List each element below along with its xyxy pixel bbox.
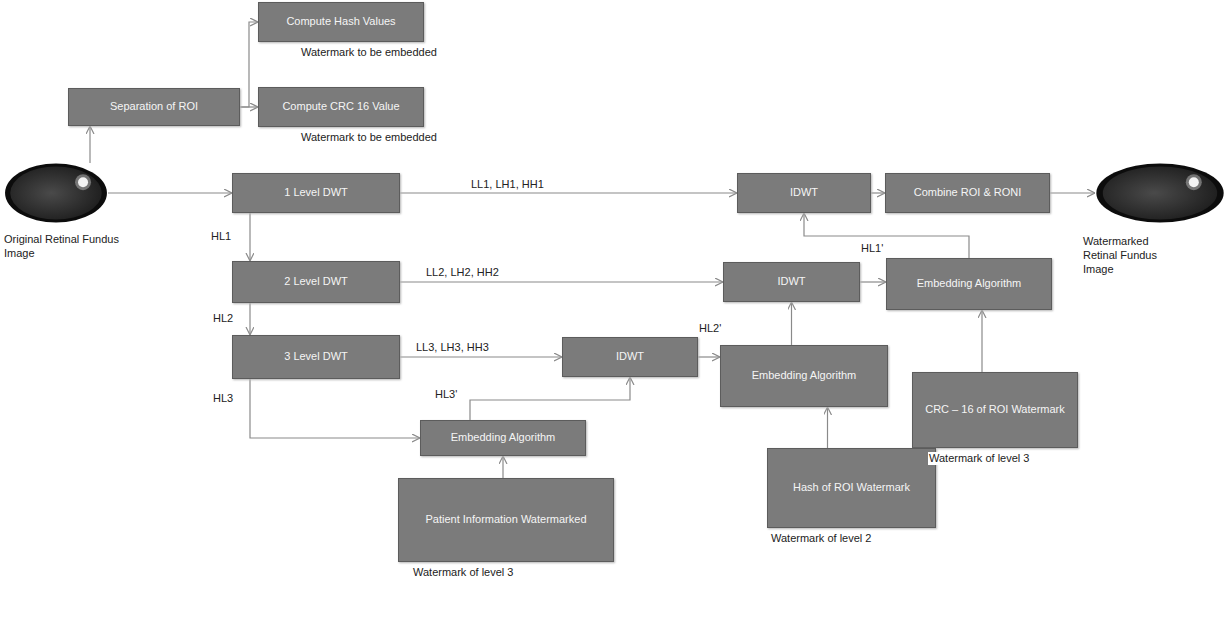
box-text: Hash of ROI Watermark [793,481,910,494]
flow-arrow [981,310,982,372]
process-box: IDWT [737,173,871,213]
process-box: Patient Information Watermarked [398,478,614,562]
note-label: Watermark of level 3 [412,566,514,579]
process-box: 3 Level DWT [232,335,400,379]
subband-label: HL3' [434,388,458,401]
box-text: IDWT [777,275,805,288]
subband-label: HL2' [698,322,722,335]
flow-arrow [249,213,250,261]
subband-label: LL3, LH3, HH3 [415,341,490,354]
flow-arrow [250,379,420,438]
connector-group [90,22,1095,478]
box-text: 1 Level DWT [284,186,348,199]
subband-label: HL1' [860,242,884,255]
subband-label: HL2 [212,312,234,325]
box-text: Embedding Algorithm [752,369,857,382]
note-label: Watermark of level 2 [770,532,872,545]
process-box: Embedding Algorithm [886,258,1052,310]
image-rim [1096,164,1223,223]
box-text: CRC – 16 of ROI Watermark [925,403,1065,416]
process-box: Separation of ROI [68,88,240,126]
flow-arrow [400,356,562,357]
flow-arrow [249,303,250,335]
process-box: Embedding Algorithm [420,420,586,456]
image-caption: Original Retinal Fundus Image [4,233,129,261]
box-text: Patient Information Watermarked [426,513,587,526]
flow-arrow [791,302,792,345]
box-text: Compute CRC 16 Value [282,100,399,113]
flow-arrow [871,192,885,193]
fundus-illustration [1095,163,1225,223]
fundus-image: Watermarked Retinal Fundus Image [1095,163,1225,223]
note-label: Watermark to be embedded [300,131,438,144]
box-text: Embedding Algorithm [917,277,1022,290]
flow-arrow [1050,192,1095,193]
optic-disc [1189,177,1199,187]
box-text: Separation of ROI [110,100,198,113]
process-box: IDWT [562,337,698,377]
flow-arrow [400,281,723,282]
image-ground [1095,163,1225,223]
process-box: 2 Level DWT [232,261,400,303]
flow-arrow [804,213,969,258]
box-text: IDWT [790,186,818,199]
box-text: 2 Level DWT [284,275,348,288]
flow-arrow [698,356,720,357]
flow-arrow [470,377,630,420]
retina-disc [1103,167,1217,220]
note-label: Watermark to be embedded [300,46,438,59]
image-ground [4,163,108,223]
note-label: Watermark of level 3 [928,452,1030,465]
process-box: CRC – 16 of ROI Watermark [912,372,1078,448]
process-box: IDWT [723,262,860,302]
fundus-image: Original Retinal Fundus Image [4,163,108,223]
flow-arrow [89,126,90,163]
optic-glow [1186,174,1202,190]
optic-glow [75,174,91,190]
flow-arrow [502,456,503,478]
flow-arrow [240,22,258,107]
process-box: 1 Level DWT [232,173,400,213]
subband-label: HL3 [212,392,234,405]
box-text: Combine ROI & RONI [914,186,1022,199]
process-box: Embedding Algorithm [720,345,888,407]
image-caption: Watermarked Retinal Fundus Image [1083,235,1168,276]
flow-arrow [108,192,232,193]
process-box: Combine ROI & RONI [885,173,1050,213]
optic-disc [78,177,88,187]
process-box: Compute CRC 16 Value [258,87,424,127]
retina-disc [10,167,102,220]
subband-label: LL1, LH1, HH1 [470,178,545,191]
fundus-illustration [4,163,108,223]
box-text: 3 Level DWT [284,350,348,363]
flow-arrow [400,192,737,193]
process-box: Compute Hash Values [258,2,424,42]
box-text: Embedding Algorithm [451,431,556,444]
box-text: IDWT [616,350,644,363]
flow-arrow [827,407,828,448]
flow-arrow [240,106,258,107]
box-text: Compute Hash Values [286,15,395,28]
subband-label: LL2, LH2, HH2 [425,266,500,279]
image-rim [5,164,107,223]
subband-label: HL1 [210,230,232,243]
flow-arrow [860,281,886,282]
process-box: Hash of ROI Watermark [767,448,936,528]
